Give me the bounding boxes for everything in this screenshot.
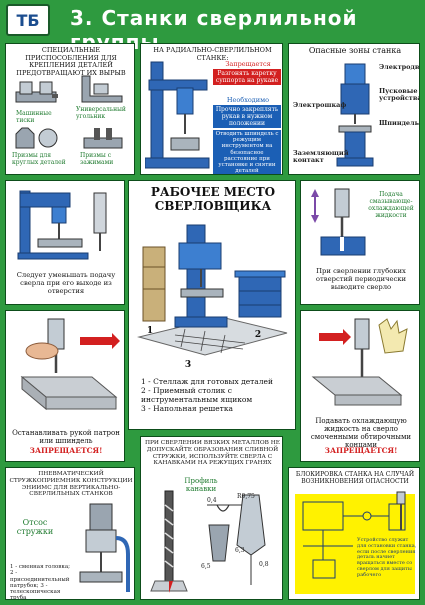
- panel-workplace: Рабочее место сверловщика 1: [128, 180, 296, 430]
- dim-step: 0,8: [259, 561, 269, 568]
- workplace-illustration: [137, 224, 288, 356]
- panel-fixtures: Специальные приспособления для крепления…: [5, 43, 135, 175]
- required-rule-arm: Прочно закреплять рукав в нужном положен…: [213, 105, 281, 128]
- machine-lock-title: Блокировка станка на случай возникновени…: [295, 471, 415, 485]
- hand-chuck-illustration: [20, 318, 120, 411]
- panel-deep-holes: Подача смазывающе-охлаждающей жидкости П…: [300, 180, 420, 305]
- panel-radial-drill: На радиально-сверлильном станке: Запреща…: [140, 43, 283, 175]
- label-prisms-round: Призмы для круглых деталей: [12, 152, 66, 166]
- marker-2: 2: [254, 330, 262, 340]
- panel-stop-by-hand: Останавливать рукой патрон или шпиндель …: [5, 310, 125, 462]
- workplace-title-line2: сверловщика: [154, 199, 272, 213]
- coolant-label: Подача смазывающе-охлаждающей жидкости: [368, 191, 414, 219]
- reduce-feed-text: Следует уменьшать подачу сверла при его …: [16, 271, 116, 295]
- page-title: 3. Станки сверлильной группы: [70, 6, 358, 54]
- deep-holes-text: При сверлении глубоких отверстий периоди…: [315, 267, 407, 291]
- coolant-rags-text: Подавать охлаждающую жидкость на сверло …: [310, 417, 412, 449]
- drill-press-danger-illustration: [336, 63, 374, 167]
- dim-width: 6,3: [235, 547, 245, 554]
- viscous-metals-title: При сверлении вязких металлов не допуска…: [144, 440, 281, 467]
- zone-ground-contact: Заземляющий контакт: [293, 149, 349, 164]
- drilling-exit-illustration: [17, 190, 107, 260]
- zone-spindle: Шпиндель: [379, 119, 420, 127]
- workplace-title-line1: Рабочее место: [150, 185, 276, 199]
- chip-collector-illustration: [79, 503, 130, 592]
- prism-illustration: [15, 127, 58, 149]
- rag-drill-illustration: [311, 318, 408, 406]
- label-angle-bracket: Универсальный угольник: [76, 106, 126, 120]
- machine-lock-text: Устройство служит для остановки станка, …: [357, 537, 417, 578]
- radial-drill-illustration: [145, 61, 210, 169]
- zone-cabinet: Электрошкаф: [293, 101, 347, 109]
- chip-collector-legend: 1 - сменная головка; 2 - присоединительн…: [10, 564, 70, 600]
- panel-viscous-metals: При сверлении вязких металлов не допуска…: [140, 436, 283, 600]
- label-prisms-clamp: Призмы с зажимами: [80, 152, 114, 166]
- drill-groove-illustration: [150, 490, 266, 593]
- angle-bracket-illustration: [81, 75, 123, 103]
- panel-chip-collector: Пневматический стружкоприемник конструкц…: [5, 467, 135, 600]
- dim-depth: 0,4: [207, 497, 217, 504]
- dim-radius: R0,75: [237, 493, 255, 500]
- marker-3: 3: [184, 360, 192, 370]
- forbidden-rule: Разгонять каретку суппорта на рукаве: [213, 69, 281, 85]
- marker-1: 1: [146, 326, 154, 336]
- panel-danger-title: Опасные зоны станка: [308, 46, 402, 55]
- logo: ТБ: [6, 4, 50, 36]
- deep-hole-illustration: [311, 188, 366, 256]
- machine-vise-illustration: [15, 81, 58, 103]
- clamp-prism-illustration: [83, 128, 123, 149]
- required-rule-spindle: Отводить шпиндель с режущим инструментом…: [213, 130, 281, 174]
- legend-item-1: 1 - Стеллаж для готовых деталей: [141, 377, 273, 386]
- coolant-rags-forbidden: Запрещается!: [324, 446, 398, 455]
- chip-suction-label: Отсос стружки: [16, 518, 54, 536]
- zone-motor: Электродвигатель: [379, 63, 420, 71]
- panel-fixtures-title: Специальные приспособления для крепления…: [16, 46, 126, 77]
- legend-item-3: 3 - Напольная решетка: [141, 404, 233, 413]
- label-machine-vise: Машинные тиски: [16, 110, 52, 124]
- stop-by-hand-forbidden: Запрещается!: [29, 446, 103, 455]
- legend-item-2: 2 - Приемный столик с инструментальным я…: [141, 386, 253, 404]
- required-heading: Необходимо: [226, 96, 270, 104]
- chip-collector-title: Пневматический стружкоприемник конструкц…: [9, 471, 133, 498]
- panel-reduce-feed: Следует уменьшать подачу сверла при его …: [5, 180, 125, 305]
- dim-length: 6,5: [201, 563, 211, 570]
- panel-radial-title: На радиально-сверлильном станке:: [153, 46, 272, 62]
- panel-machine-lock: Блокировка станка на случай возникновени…: [288, 467, 420, 600]
- lock-circuit-illustration: [295, 491, 415, 594]
- panel-coolant-rags: Подавать охлаждающую жидкость на сверло …: [300, 310, 420, 462]
- workplace-legend: 1 - Стеллаж для готовых деталей 2 - Прие…: [141, 377, 291, 413]
- zone-start-devices: Пусковые устройства: [379, 87, 420, 102]
- panel-danger-zones: Опасные зоны станка Электродвигатель Пус…: [288, 43, 420, 175]
- groove-profile-label: Профиль канавки: [184, 477, 218, 493]
- stop-by-hand-text: Останавливать рукой патрон или шпиндель: [12, 429, 120, 445]
- header: ТБ 3. Станки сверлильной группы: [0, 0, 425, 54]
- forbidden-heading: Запрещается: [225, 60, 271, 68]
